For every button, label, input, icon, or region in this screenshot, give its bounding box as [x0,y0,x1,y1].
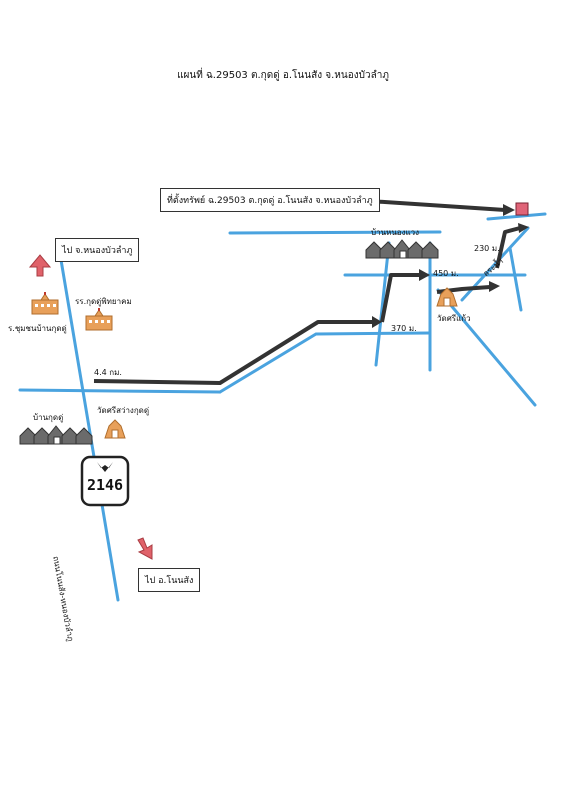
to-district-box: ไป อ.โนนสัง [138,568,201,592]
property-marker [515,202,529,216]
road-main-2146 [56,240,120,602]
road-top-horizontal [228,230,442,235]
arrow-south [137,537,153,560]
route-segment-2 [380,273,420,323]
route-arrows [93,198,529,385]
village-right-icon [365,239,439,259]
label-village-right: บ้านหนองแวง [371,228,420,237]
label-distance-370: 370 ม. [391,324,417,333]
school-left-icon [31,292,59,315]
route-arrowhead-1 [372,316,382,328]
label-distance-main: 4.4 กม. [94,368,122,377]
label-distance-450: 450 ม. [433,269,459,278]
arrow-north [28,254,52,277]
label-school-left: ร.ชุมชนบ้านกุดดู่ [8,324,67,333]
label-village-left: บ้านกุดดู่ [33,413,64,422]
roads [18,212,547,602]
village-left-icon [19,425,93,445]
direction-arrows [28,254,153,560]
label-distance-230: 230 ม. [474,244,500,253]
label-temple-right: วัดศรีแก้ว [437,314,471,323]
map-title: แผนที่ ฉ.29503 ต.กุดดู่ อ.โนนสัง จ.หนองบ… [177,70,389,81]
route-number: 2146 [86,476,124,494]
route-arrowhead-2 [419,269,430,281]
road-right-vertical [508,246,523,312]
route-arrowhead-3 [489,281,500,292]
to-province-box: ไป จ.หนองบัวลำภู [55,238,140,262]
road-cross-left [18,388,222,394]
school-right-icon [85,308,113,331]
road-diagonal [436,288,537,407]
route-segment-1 [93,320,372,385]
route-arrowhead-5 [503,204,515,216]
label-school-right: รร.กุดดู่พิทยาคม [75,297,132,306]
label-temple-left: วัดศรีสว่างกุดดู่ [97,406,150,415]
temple-left-icon [104,419,126,439]
route-shield-icon [80,455,130,507]
road-to-east [218,331,432,394]
temple-right-icon [436,287,458,307]
road-vertical-1 [374,241,391,367]
garuda-emblem-icon [97,462,113,472]
route-arrowhead-4 [518,223,529,233]
property-location-box: ที่ตั้งทรัพย์ ฉ.29503 ต.กุดดู่ อ.โนนสัง … [160,188,380,212]
route-segment-4 [495,226,521,269]
road-top-right [486,212,547,221]
